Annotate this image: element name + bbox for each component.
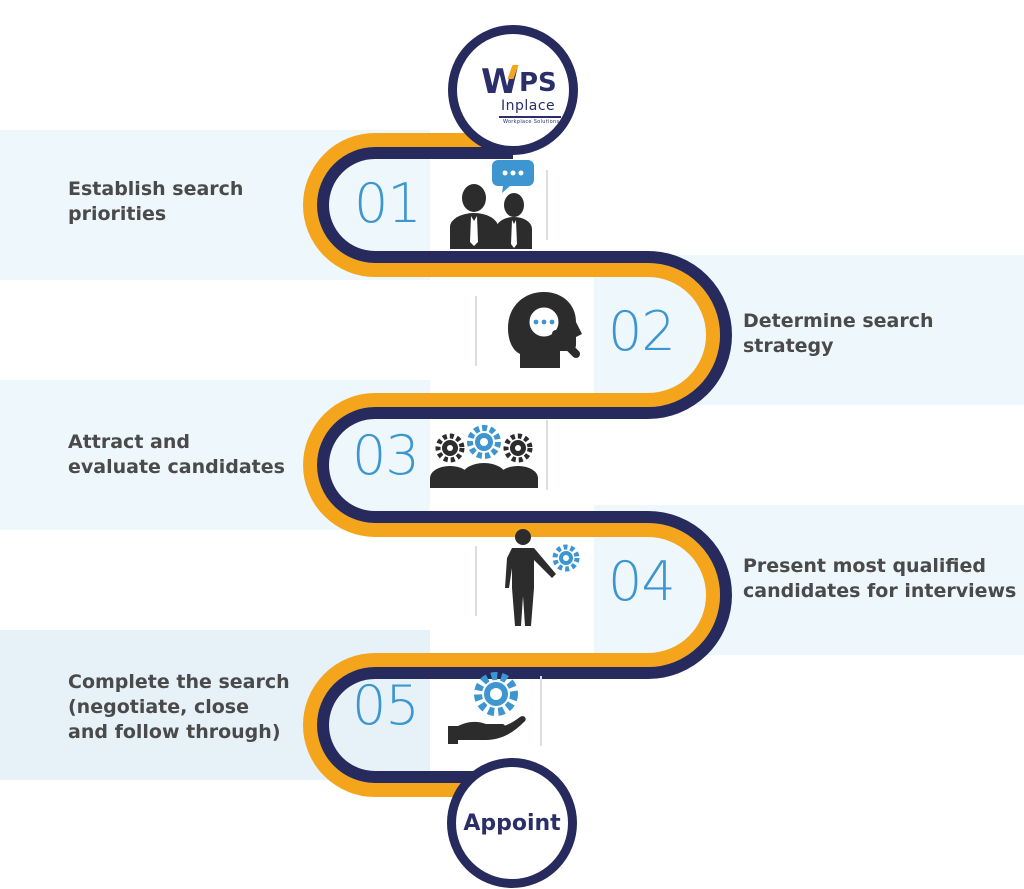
path-orange [303, 133, 720, 797]
hand-gear-icon [448, 672, 526, 744]
separator-1 [546, 170, 548, 240]
step-5-number: 05 [352, 674, 420, 737]
logo-sub: Inplace [501, 98, 556, 114]
step-5-text: Complete the search (negotiate, close an… [68, 671, 290, 743]
presenter-gear-icon [505, 529, 580, 626]
separator-5 [540, 676, 542, 746]
separator-3 [546, 420, 548, 490]
team-gears-icon [430, 425, 538, 488]
path-navy [317, 147, 732, 783]
logo-underline [499, 116, 561, 118]
company-logo: W PS Inplace Workplace Solutions [448, 25, 578, 155]
step-2-number: 02 [608, 300, 676, 363]
step-4-number: 04 [608, 550, 676, 613]
business-meeting-chat-icon [450, 160, 534, 249]
end-label: Appoint [463, 810, 561, 836]
head-magnifier-icon [508, 292, 582, 368]
step-1-number: 01 [354, 172, 422, 235]
step-3-number: 03 [352, 424, 420, 487]
separator-4 [475, 546, 477, 616]
band-step-2 [594, 255, 1024, 405]
end-node: Appoint [447, 758, 577, 888]
logo-tagline: Workplace Solutions [503, 119, 560, 125]
step-4-text: Present most qualified candidates for in… [743, 555, 1017, 602]
separator-2 [475, 296, 477, 366]
step-2-text: Determine search strategy [743, 310, 934, 357]
step-1-text: Establish search priorities [68, 178, 244, 225]
step-3-text: Attract and evaluate candidates [68, 431, 285, 478]
logo-name: PS [519, 68, 557, 98]
